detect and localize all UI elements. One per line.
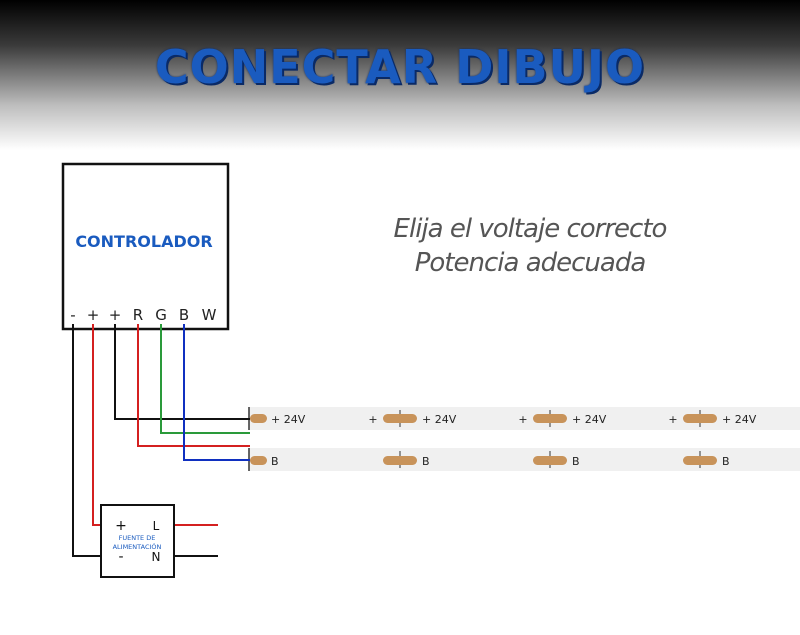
terminal-g: G xyxy=(155,306,167,324)
led-strip: + 24V B + + 24V B + + 24V B + + 24V B xyxy=(248,407,800,471)
solder-pad-upper xyxy=(683,414,717,423)
voltage-label: + 24V xyxy=(422,413,457,426)
psu-label-1: FUENTE DE xyxy=(119,534,156,542)
solder-pad-lower xyxy=(383,456,417,465)
pad-plus-marker: + xyxy=(518,413,527,426)
wire-red-psu xyxy=(92,324,115,526)
pad-plus-marker: + xyxy=(668,413,677,426)
controller-label: CONTROLADOR xyxy=(75,232,212,251)
psu-plus: + xyxy=(115,518,127,534)
subtitle: Elija el voltaje correcto Potencia adecu… xyxy=(330,212,730,280)
controller-box xyxy=(61,162,230,331)
wire-plus-24v xyxy=(114,324,250,420)
psu-l: L xyxy=(153,519,160,533)
terminal-b: B xyxy=(179,306,189,324)
terminal-w: W xyxy=(202,306,217,324)
solder-pad-lower xyxy=(533,456,567,465)
wire-blue xyxy=(183,324,250,461)
psu-n: N xyxy=(152,550,161,564)
solder-pad-upper xyxy=(383,414,417,423)
led-strip-lower xyxy=(249,448,800,471)
controller-terminals: - + + R G B W xyxy=(70,306,216,324)
b-channel-label: B xyxy=(572,455,580,468)
psu-minus: - xyxy=(118,549,123,565)
solder-pad-upper xyxy=(533,414,567,423)
voltage-label: + 24V xyxy=(722,413,757,426)
solder-pad-upper xyxy=(250,414,267,423)
solder-pad-lower xyxy=(683,456,717,465)
b-channel-label: B xyxy=(722,455,730,468)
led-strip-upper xyxy=(249,407,800,430)
voltage-label: + 24V xyxy=(271,413,306,426)
b-channel-label: B xyxy=(271,455,279,468)
power-supply-box xyxy=(100,504,175,578)
terminal-minus: - xyxy=(70,306,75,324)
header-banner xyxy=(0,0,800,150)
terminal-plus-1: + xyxy=(87,306,100,324)
voltage-label: + 24V xyxy=(572,413,607,426)
page-title: CONECTAR DIBUJO xyxy=(154,40,646,94)
terminal-r: R xyxy=(133,306,143,324)
wire-red xyxy=(137,324,250,447)
solder-pad-lower xyxy=(250,456,267,465)
subtitle-line-2: Potencia adecuada xyxy=(414,248,647,278)
terminal-plus-2: + xyxy=(109,306,122,324)
power-supply-labels: + - L N FUENTE DE ALIMENTACIÓN xyxy=(113,518,162,565)
pad-plus-marker: + xyxy=(368,413,377,426)
subtitle-line-1: Elija el voltaje correcto xyxy=(393,214,668,244)
psu-label-2: ALIMENTACIÓN xyxy=(113,542,162,551)
b-channel-label: B xyxy=(422,455,430,468)
wire-green xyxy=(160,324,250,434)
